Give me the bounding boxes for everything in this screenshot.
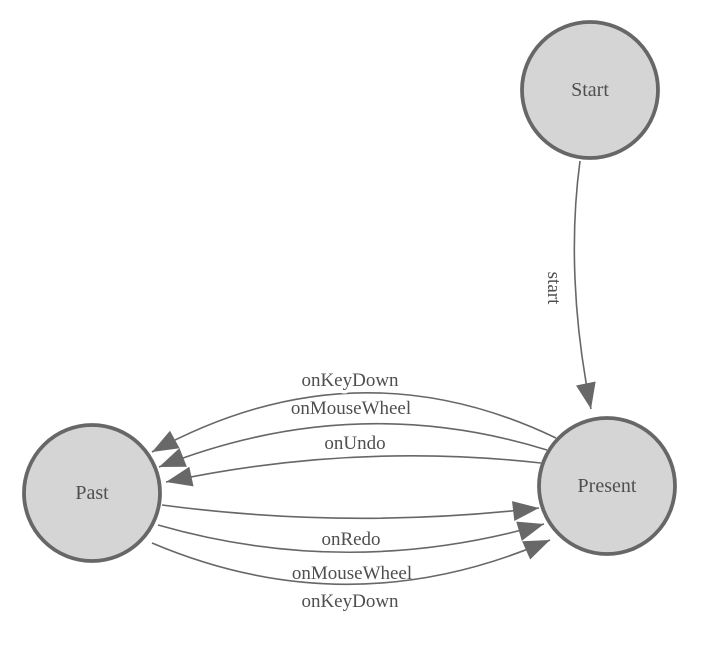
edge-past-present-onkeydown[interactable] <box>151 539 551 586</box>
edge-label-onkeydown-lower: onKeyDown <box>301 591 399 612</box>
edge-label-onmousewheel-lower: onMouseWheel <box>292 563 412 584</box>
edge-present-past-onmousewheel[interactable] <box>158 422 548 468</box>
state-node-present[interactable]: Present <box>537 416 677 556</box>
edge-start-present[interactable] <box>573 160 596 410</box>
edge-label-start: start <box>543 272 564 305</box>
state-node-past[interactable]: Past <box>22 423 162 563</box>
state-circle-start[interactable] <box>520 20 660 160</box>
transition-past-present-onkeydown[interactable]: onKeyDown <box>151 539 551 616</box>
transition-start-present[interactable]: start <box>540 160 596 410</box>
state-label-past: Past <box>75 482 109 504</box>
transition-present-past-onundo[interactable]: onUndo <box>165 430 542 487</box>
state-circle-present[interactable] <box>537 416 677 556</box>
transition-present-past-onmousewheel[interactable]: onMouseWheel <box>158 395 548 468</box>
edge-past-present-onredo[interactable] <box>161 501 540 521</box>
edge-label-onundo: onUndo <box>324 433 385 454</box>
state-node-start[interactable]: Start <box>520 20 660 160</box>
edge-label-onredo: onRedo <box>321 529 380 550</box>
state-circle-past[interactable] <box>22 423 162 563</box>
edge-present-past-onundo[interactable] <box>165 454 542 487</box>
state-label-start: Start <box>571 79 609 101</box>
state-label-present: Present <box>578 475 637 497</box>
edge-label-onmousewheel-upper: onMouseWheel <box>291 398 411 419</box>
edge-present-past-onkeydown[interactable] <box>151 391 557 453</box>
edge-label-onkeydown-upper: onKeyDown <box>301 370 399 391</box>
transition-present-past-onkeydown[interactable]: onKeyDown <box>151 367 557 453</box>
transition-past-present-onredo[interactable]: onRedo <box>161 501 540 554</box>
edge-past-present-onmousewheel[interactable] <box>157 521 545 554</box>
